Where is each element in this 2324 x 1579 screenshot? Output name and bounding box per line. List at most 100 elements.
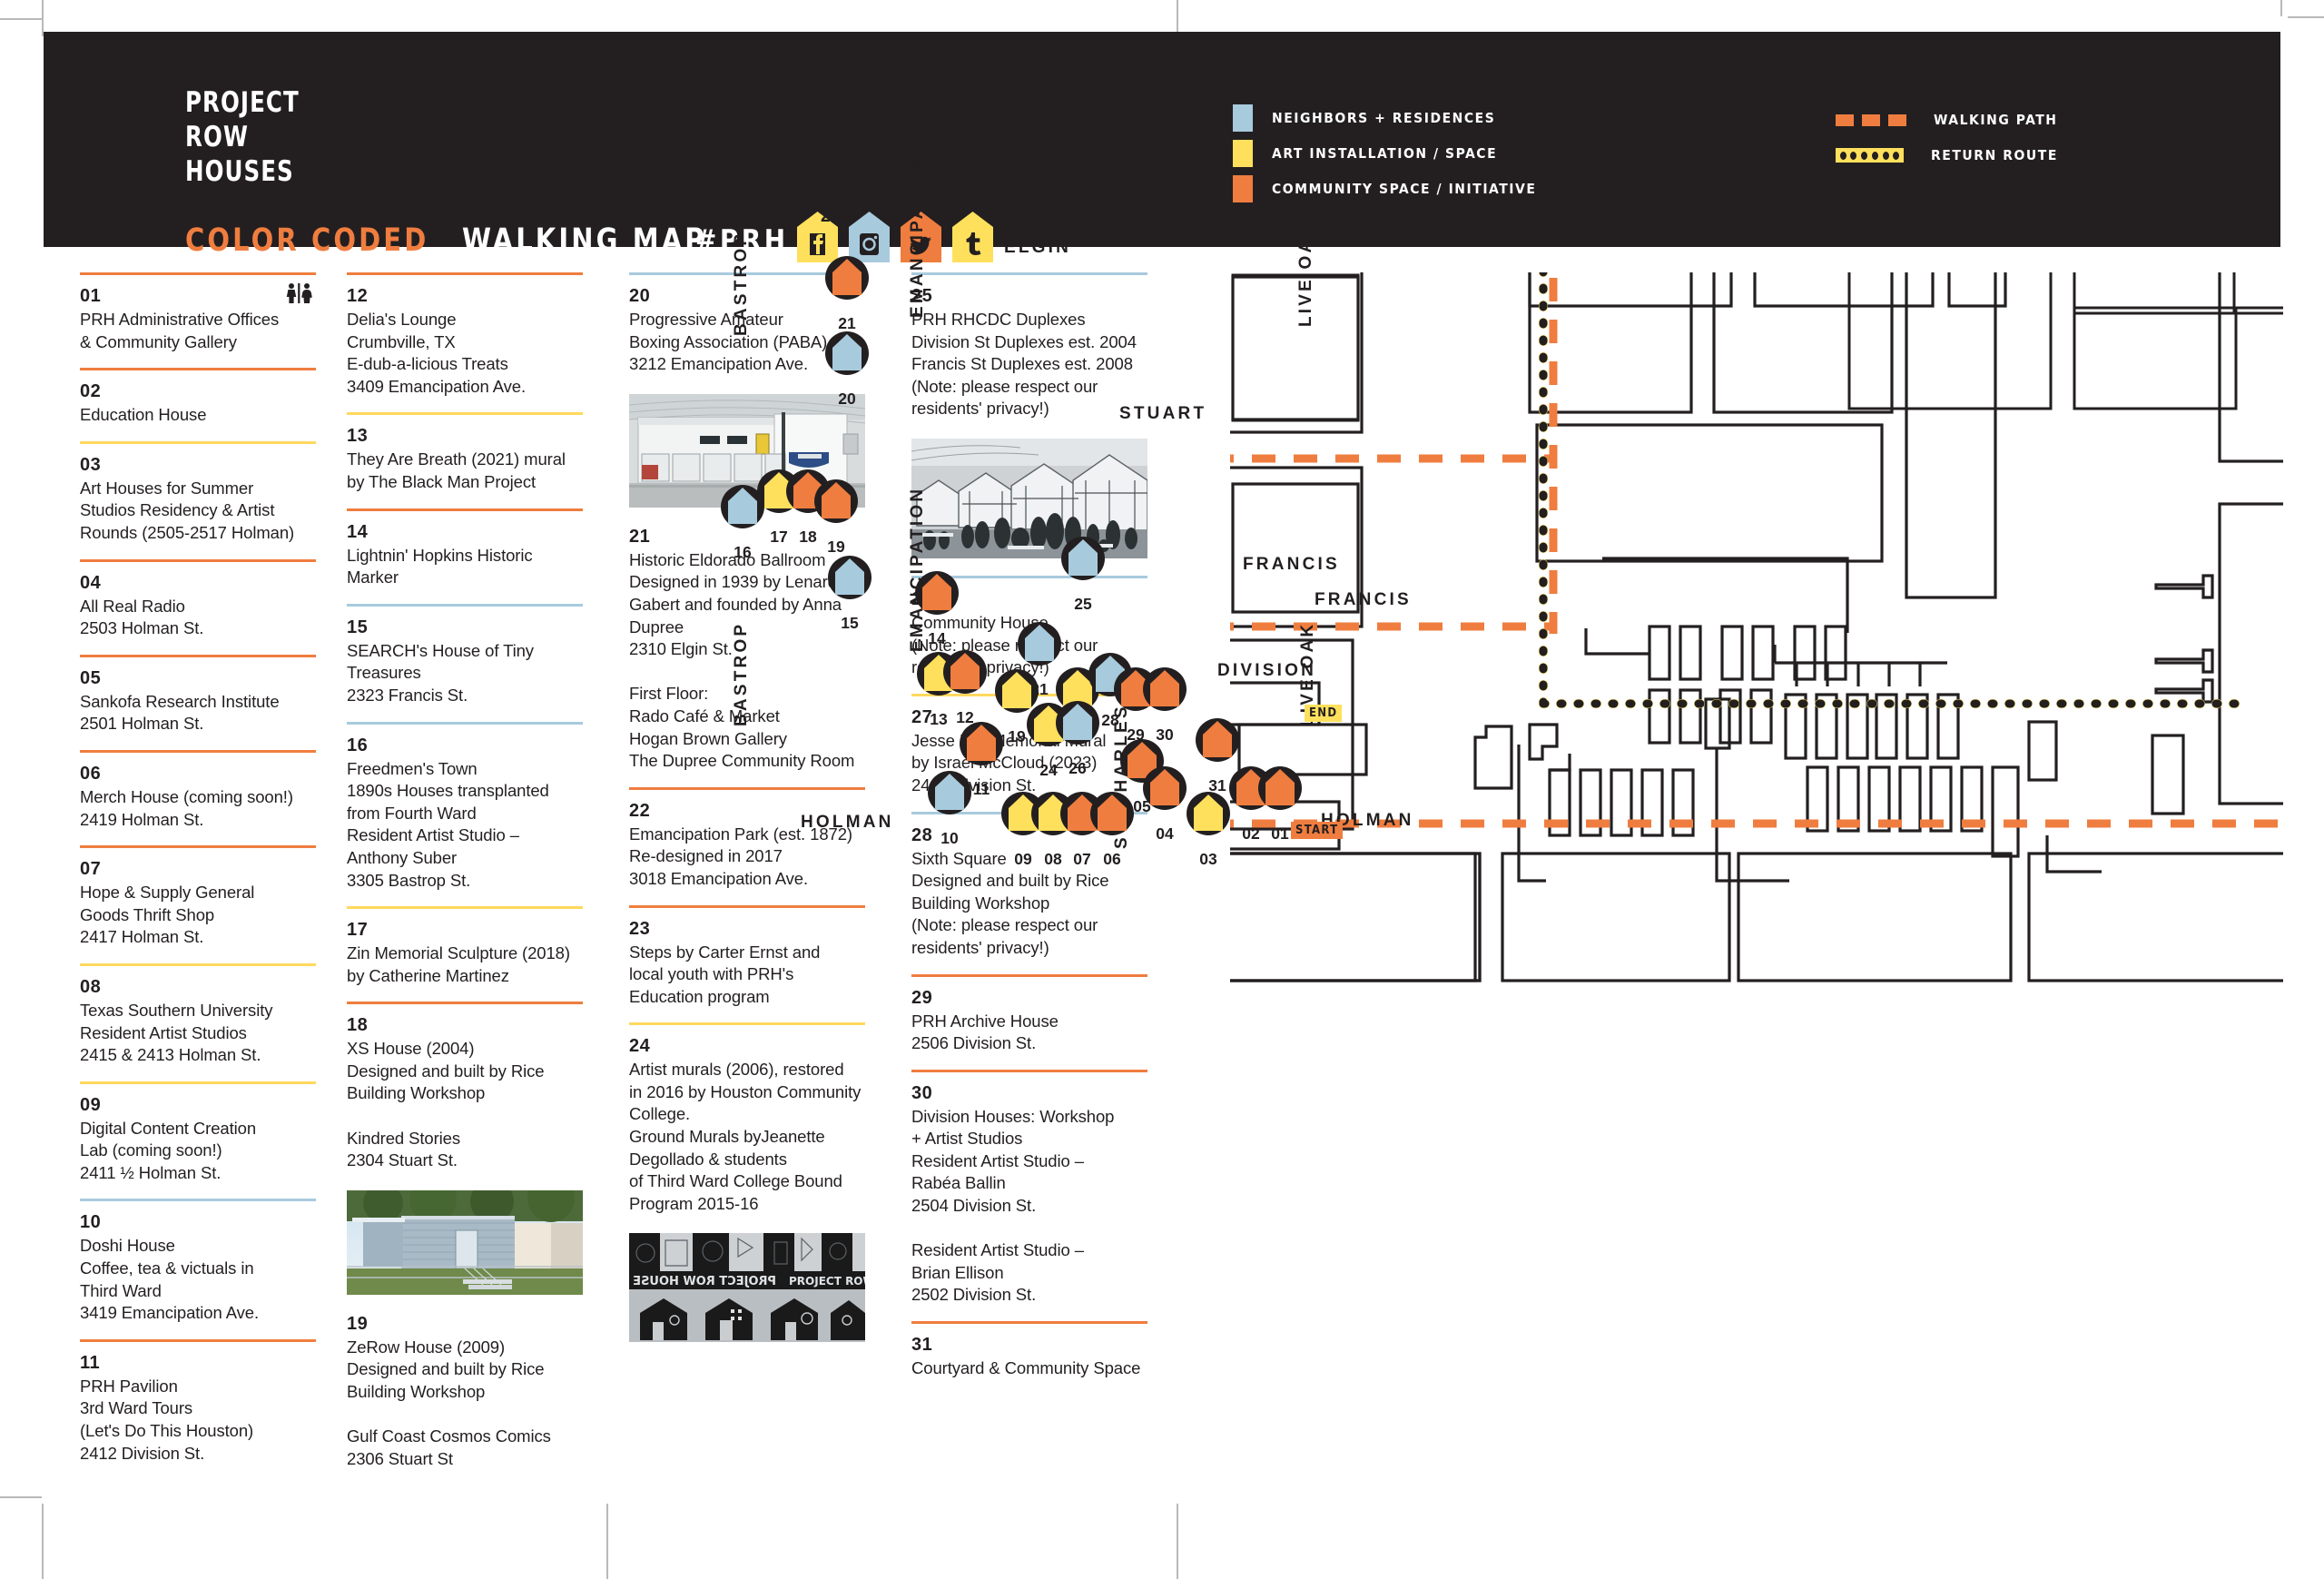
entry-divider: [911, 272, 1147, 275]
map-marker-25[interactable]: 25: [1060, 536, 1106, 613]
legend-item-walking-path: WALKING PATH: [1836, 112, 2058, 128]
map-marker-31[interactable]: 31: [1195, 717, 1240, 794]
svg-text:PROJECT ROW: PROJECT ROW: [789, 1275, 865, 1288]
return-route-swatch: [1836, 148, 1904, 163]
entry-number: 08: [80, 976, 102, 997]
legend-label: WALKING PATH: [1934, 112, 2058, 128]
title-accent: COLOR CODED: [185, 222, 429, 259]
project-row-houses-mural-photo: PROJECT ROW HOUSE PROJECT ROW: [629, 1233, 875, 1347]
map-marker-03[interactable]: 03: [1186, 791, 1231, 868]
directory-column-1: 01 PRH Administrative Offices & Communit…: [80, 272, 316, 1479]
entry-divider: [80, 440, 316, 444]
map-marker-10[interactable]: 10: [927, 770, 972, 847]
entry-text: They Are Breath (2021) mural by The Blac…: [347, 449, 566, 491]
entry-text: Sankofa Research Institute 2501 Holman S…: [80, 691, 280, 734]
entry-number: 31: [911, 1335, 933, 1356]
street-label-holman: HOLMAN: [801, 813, 894, 832]
entry-number: 03: [80, 454, 102, 475]
zerow-house-photo: [347, 1174, 583, 1299]
entry-number: 21: [629, 526, 651, 547]
restroom-icon: [285, 282, 314, 304]
entry-text: Art Houses for Summer Studios Residency …: [80, 478, 295, 542]
entry-divider: [347, 1002, 583, 1005]
legend-swatch-yellow: [1233, 140, 1253, 167]
marker-number: 04: [1156, 824, 1174, 843]
instagram-icon[interactable]: [849, 212, 890, 262]
crop-mark: [606, 1504, 608, 1579]
entry-text: All Real Radio 2503 Holman St.: [80, 596, 204, 638]
entry-text: ZeRow House (2009) Designed and built by…: [347, 1337, 551, 1468]
entry-number: 04: [80, 572, 102, 593]
entry-divider: [80, 558, 316, 562]
entry-divider: [347, 508, 583, 511]
social-links: [797, 212, 993, 262]
entry-text: Courtyard & Community Space: [911, 1358, 1141, 1378]
map-marker-04[interactable]: 04: [1142, 765, 1187, 843]
entry-number: 12: [347, 286, 369, 306]
legend-item-return-route: RETURN ROUTE: [1836, 147, 2058, 163]
facebook-icon[interactable]: [797, 212, 838, 262]
entry-divider: [80, 845, 316, 849]
map-marker-30[interactable]: 30: [1142, 666, 1187, 744]
map-marker-14[interactable]: 14: [914, 570, 960, 647]
entry-number: 28: [911, 824, 933, 845]
entry-number: 29: [911, 987, 933, 1008]
map-marker-20[interactable]: 20: [824, 331, 870, 408]
legend-item-art: ART INSTALLATION / SPACE: [1233, 140, 1497, 167]
crop-mark: [0, 1496, 42, 1498]
crop-mark: [2288, 16, 2324, 18]
logo-line-3: HOUSES: [185, 154, 294, 188]
street-label-elgin: ELGIN: [1004, 238, 1072, 257]
crop-mark: [42, 1504, 44, 1579]
entry-number: 19: [347, 1313, 369, 1334]
logo-line-2: ROW: [185, 120, 250, 153]
entry-number: 17: [347, 920, 369, 941]
entry-text: XS House (2004) Designed and built by Ri…: [347, 1039, 545, 1170]
entry-divider: [347, 721, 583, 725]
logo-line-1: PROJECT: [185, 86, 300, 119]
svg-text:PROJECT ROW HOUSE: PROJECT ROW HOUSE: [633, 1275, 776, 1288]
map-marker-21[interactable]: 21: [824, 255, 870, 332]
map-base-artwork: [1230, 272, 2283, 982]
map-marker-11[interactable]: 11: [959, 721, 1004, 798]
map-marker-01[interactable]: 01: [1257, 765, 1303, 843]
entry-divider: [629, 272, 865, 275]
entry-divider: [80, 368, 316, 371]
map-marker-26[interactable]: 26: [1055, 700, 1100, 777]
map-marker-19[interactable]: 19: [813, 479, 859, 556]
crop-mark: [42, 0, 44, 36]
street-label-holman: HOLMAN: [1321, 811, 1414, 830]
tumblr-icon[interactable]: [952, 212, 993, 262]
crop-mark: [2280, 0, 2282, 16]
map-marker-12[interactable]: 12: [942, 649, 988, 726]
entry-text: Sixth Square Designed and built by Rice …: [911, 848, 1109, 957]
entry-divider: [347, 412, 583, 416]
route-tag-end: END: [1305, 705, 1343, 722]
street-label-stuart: STUART: [1119, 404, 1207, 423]
street-label-emancipation: EMANCIPATION: [908, 152, 927, 318]
map-marker-21[interactable]: 21: [1017, 621, 1062, 698]
entry-text: Texas Southern University Resident Artis…: [80, 1000, 273, 1065]
twitter-icon[interactable]: [901, 212, 941, 262]
legend-label: NEIGHBORS + RESIDENCES: [1272, 110, 1496, 126]
map-marker-06[interactable]: 06: [1089, 791, 1135, 868]
street-label-live-oak: LIVE OAK: [1296, 222, 1315, 327]
entry-number: 30: [911, 1082, 933, 1103]
marker-number: 03: [1199, 850, 1217, 868]
map-marker-15[interactable]: 15: [827, 555, 872, 632]
